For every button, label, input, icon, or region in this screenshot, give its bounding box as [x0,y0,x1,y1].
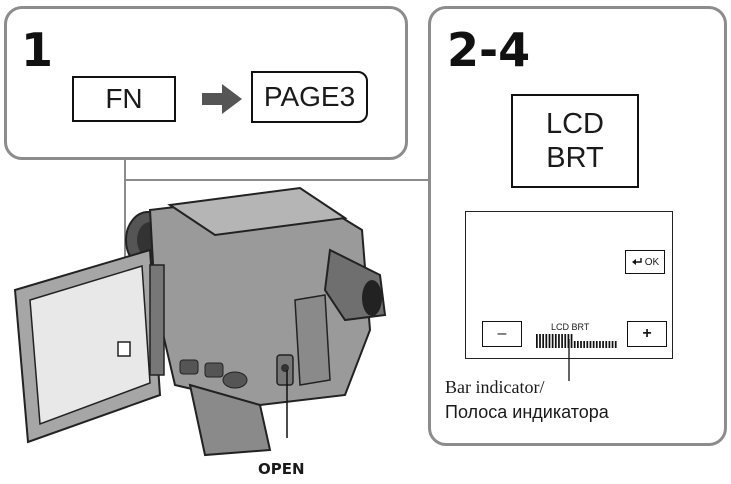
bar-segment-filled [554,334,557,348]
bar-segment-empty [586,341,589,348]
step-2-4-number: 2-4 [447,23,531,77]
bar-segment-filled [548,334,551,348]
bar-segment-filled [545,334,548,348]
bar-segment-empty [602,341,604,348]
bar-segment-empty [595,341,598,348]
bar-segment-empty [599,341,601,348]
plus-label: + [642,325,652,342]
bar-segment-empty [611,341,614,348]
minus-label: – [497,325,507,342]
bar-segment-filled [551,334,554,348]
minus-button[interactable]: – [482,321,522,347]
brightness-bar-svg [536,334,617,348]
camcorder-illustration [13,186,387,457]
bar-segment-empty [583,341,586,348]
step-1-number: 1 [21,23,54,77]
arrow-right-icon [202,84,242,114]
bar-segment-filled [558,334,560,348]
page3-button[interactable]: PAGE3 [251,71,368,123]
plus-button[interactable]: + [627,321,667,347]
bar-segment-filled [561,334,563,348]
return-icon [631,258,642,265]
lcd-screen: OK – + LCD BRT [465,211,673,359]
bar-segment-empty [589,341,592,348]
bar-segment-filled [536,334,538,348]
page3-label: PAGE3 [263,81,356,112]
bar-segment-empty [605,341,608,348]
bar-segment-filled [570,334,573,348]
bar-segment-empty [580,341,582,348]
bar-segment-filled [542,334,545,348]
step-1-panel: 1 FN PAGE3 [4,6,408,160]
fn-button[interactable]: FN [72,76,176,122]
caption-line1: Bar indicator/ [445,377,545,397]
bar-title: LCD BRT [551,322,590,332]
bar-segment-empty [592,341,595,348]
fn-label: FN [105,83,143,114]
bar-segment-empty [614,341,617,348]
bar-segment-empty [608,341,611,348]
bar-segment-filled [539,334,541,348]
lcd-label-line1: LCD [545,108,604,140]
caption-line2: Полоса индикатора [445,402,609,422]
lcd-brt-button[interactable]: LCD BRT [511,94,639,188]
caption-pointer [568,339,570,381]
bar-segment-empty [577,341,579,348]
step-2-4-panel: 2-4 LCD BRT OK – + LCD BRT Bar indicator… [428,6,727,446]
brightness-bar [536,334,618,348]
bar-segment-filled [564,334,567,348]
bar-segment-empty [573,341,576,348]
lcd-label-line2: BRT [546,142,604,174]
open-label: OPEN [258,460,305,478]
ok-button[interactable]: OK [625,250,665,274]
ok-label: OK [644,256,660,268]
